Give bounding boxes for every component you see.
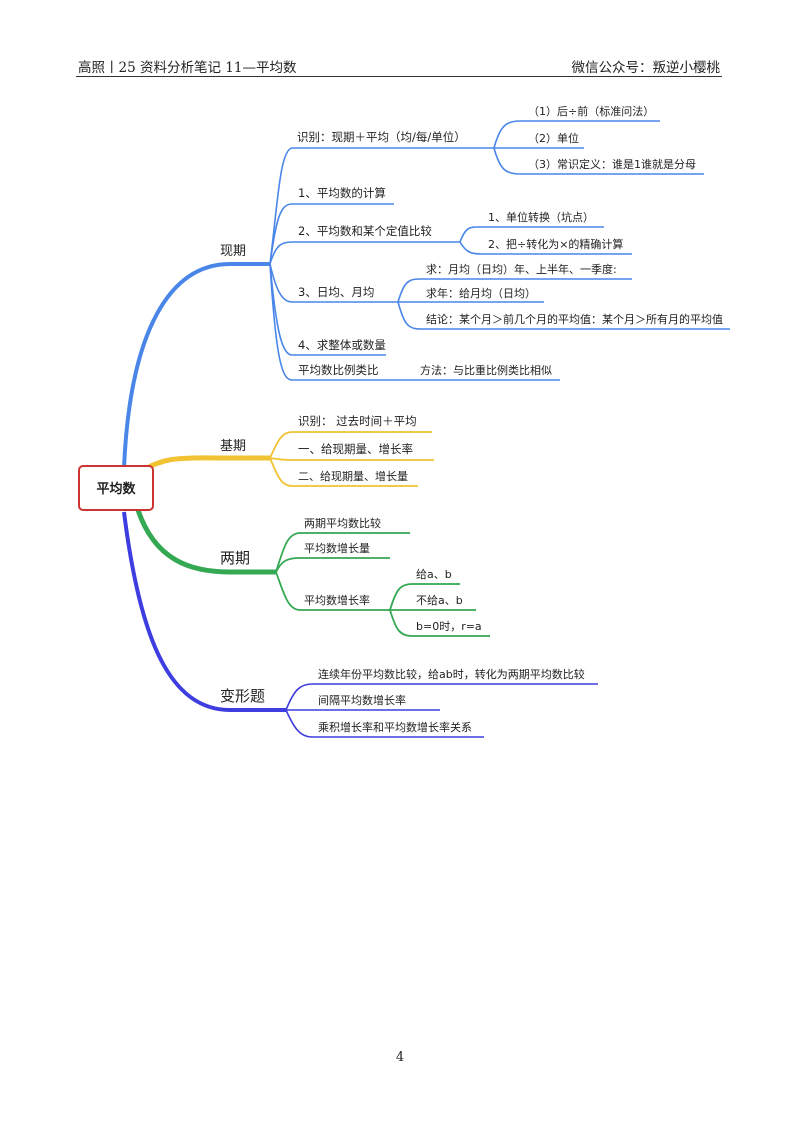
header-left: 高照丨25 资料分析笔记 11—平均数 <box>78 60 297 76</box>
current-identify: 识别：现期＋平均（均/每/单位） <box>297 130 466 144</box>
rate-child-3: b=0时，r=a <box>416 620 482 633</box>
two-item-2: 平均数增长量 <box>304 541 370 555</box>
identify-child-2: （2）单位 <box>528 131 579 145</box>
root-node-label: 平均数 <box>96 481 136 497</box>
current-item-5-method: 方法：与比重比例类比相似 <box>420 363 552 377</box>
variant-item-1: 连续年份平均数比较，给ab时，转化为两期平均数比较 <box>318 667 585 681</box>
two-item-3: 平均数增长率 <box>304 593 370 607</box>
trunk-base <box>138 455 270 475</box>
branch-base-label: 基期 <box>220 439 246 454</box>
item3-child-2: 求年：给月均（日均） <box>426 286 536 300</box>
variant-connectors <box>285 683 598 738</box>
item2-child-1: 1、单位转换（坑点） <box>488 210 594 224</box>
trunk-current <box>122 262 270 469</box>
current-connectors <box>269 120 730 381</box>
current-item-2: 2、平均数和某个定值比较 <box>298 224 432 238</box>
identify-child-3: （3）常识定义：谁是1谁就是分母 <box>528 157 696 171</box>
base-item-3: 二、给现期量、增长量 <box>298 469 408 483</box>
header-rule <box>76 76 722 77</box>
item3-child-1: 求：月均（日均）年、上半年、一季度: <box>426 262 617 276</box>
rate-child-2: 不给a、b <box>416 594 463 607</box>
current-item-4: 4、求整体或数量 <box>298 338 386 352</box>
trunk-two <box>135 509 276 575</box>
variant-item-2: 间隔平均数增长率 <box>318 693 406 707</box>
base-item-2: 一、给现期量、增长率 <box>298 442 413 456</box>
current-item-5: 平均数比例类比 <box>298 363 379 377</box>
two-item-1: 两期平均数比较 <box>304 516 381 530</box>
page-number: 4 <box>395 1050 405 1065</box>
current-item-3: 3、日均、月均 <box>298 285 374 299</box>
identify-child-1: （1）后÷前（标准问法） <box>528 104 654 118</box>
base-item-1: 识别： 过去时间＋平均 <box>298 414 417 428</box>
trunk-variant <box>122 511 286 712</box>
current-item-1: 1、平均数的计算 <box>298 186 386 200</box>
base-connectors <box>269 431 434 487</box>
branch-variant-label: 变形题 <box>220 687 265 705</box>
two-connectors <box>275 532 490 637</box>
item3-child-3: 结论：某个月＞前几个月的平均值：某个月＞所有月的平均值 <box>426 312 723 326</box>
header-right: 微信公众号：叛逆小樱桃 <box>571 60 721 76</box>
item2-child-2: 2、把÷转化为×的精确计算 <box>488 237 623 251</box>
root-node-box <box>78 465 154 511</box>
variant-item-3: 乘积增长率和平均数增长率关系 <box>318 720 472 734</box>
branch-current-label: 现期 <box>220 244 246 259</box>
branch-two-label: 两期 <box>220 549 250 567</box>
rate-child-1: 给a、b <box>416 568 452 581</box>
